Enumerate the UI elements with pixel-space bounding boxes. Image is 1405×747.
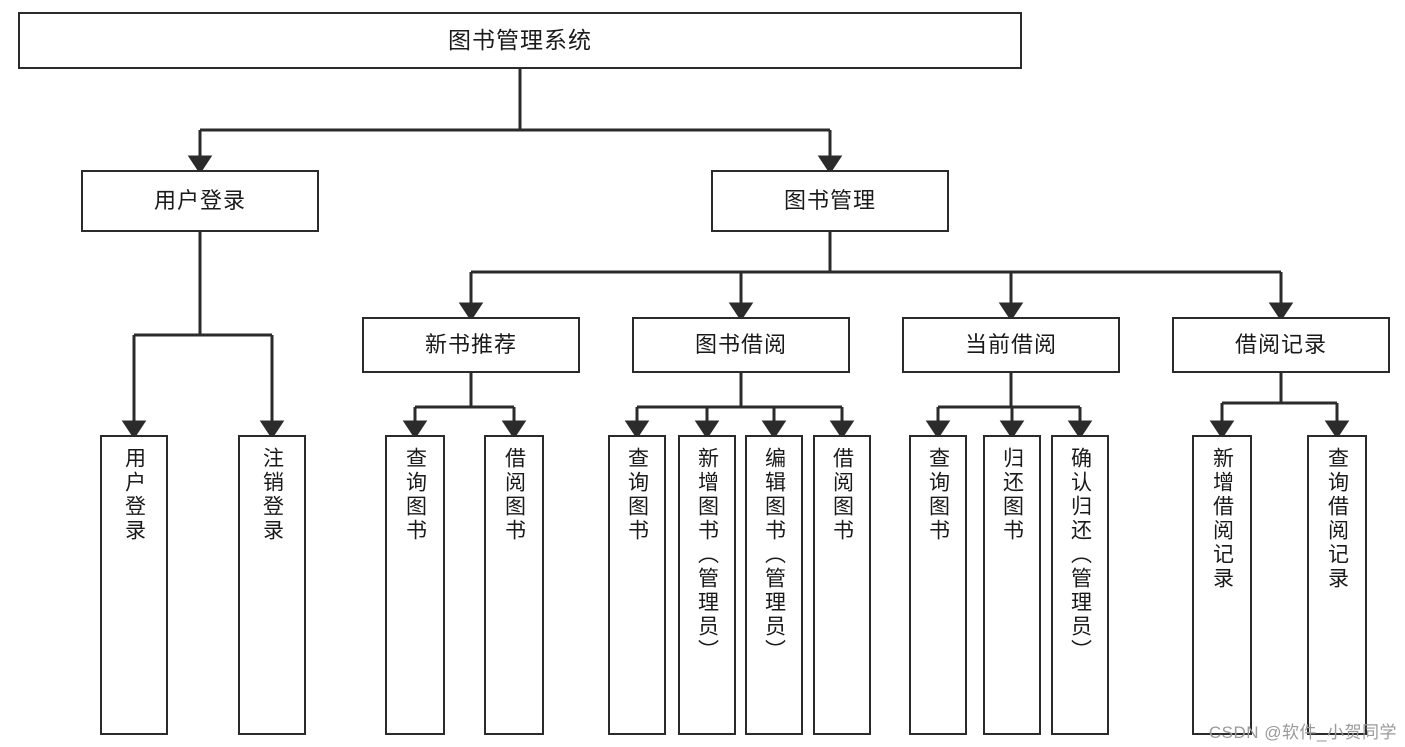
node-label: 借阅记录 <box>1234 332 1327 358</box>
node-label: 注销登录 <box>260 447 284 543</box>
leaf-add-book-admin[interactable]: 新增图书（管理员） <box>678 435 736 735</box>
node-label: 查询图书 <box>926 447 950 543</box>
leaf-return-book[interactable]: 归还图书 <box>983 435 1041 735</box>
node-label: 新增图书（管理员） <box>695 447 719 663</box>
node-book-management[interactable]: 图书管理 <box>711 170 949 232</box>
node-book-borrow[interactable]: 图书借阅 <box>632 317 850 373</box>
node-label: 确认归还（管理员） <box>1068 447 1092 663</box>
node-label: 用户登录 <box>153 188 246 214</box>
leaf-edit-book-admin[interactable]: 编辑图书（管理员） <box>745 435 803 735</box>
node-root-book-management-system[interactable]: 图书管理系统 <box>18 12 1022 69</box>
node-new-book-recommend[interactable]: 新书推荐 <box>362 317 580 373</box>
leaf-add-borrow-record[interactable]: 新增借阅记录 <box>1192 435 1252 735</box>
leaf-borrow-book-newbook[interactable]: 借阅图书 <box>484 435 544 735</box>
node-borrow-records[interactable]: 借阅记录 <box>1172 317 1390 373</box>
node-label: 查询图书 <box>403 447 427 543</box>
node-label: 当前借阅 <box>964 332 1057 358</box>
leaf-logout[interactable]: 注销登录 <box>238 435 306 735</box>
node-label: 查询图书 <box>625 447 649 543</box>
node-label: 图书借阅 <box>694 332 787 358</box>
node-label: 查询借阅记录 <box>1325 447 1349 591</box>
leaf-query-book-borrow[interactable]: 查询图书 <box>608 435 666 735</box>
node-label: 用户登录 <box>122 447 146 543</box>
csdn-watermark: CSDN @软件_小贺同学 <box>1208 723 1397 742</box>
node-label: 图书管理 <box>783 188 876 214</box>
node-label: 新书推荐 <box>424 332 517 358</box>
leaf-query-book-newbook[interactable]: 查询图书 <box>385 435 445 735</box>
node-user-login[interactable]: 用户登录 <box>81 170 319 232</box>
node-label: 图书管理系统 <box>448 27 592 54</box>
node-label: 新增借阅记录 <box>1210 447 1234 591</box>
node-label: 归还图书 <box>1000 447 1024 543</box>
leaf-borrow-book[interactable]: 借阅图书 <box>813 435 871 735</box>
node-label: 借阅图书 <box>502 447 526 543</box>
node-current-borrow[interactable]: 当前借阅 <box>902 317 1120 373</box>
leaf-user-login[interactable]: 用户登录 <box>100 435 168 735</box>
leaf-query-book-current[interactable]: 查询图书 <box>909 435 967 735</box>
leaf-query-borrow-record[interactable]: 查询借阅记录 <box>1307 435 1367 735</box>
node-label: 借阅图书 <box>830 447 854 543</box>
node-label: 编辑图书（管理员） <box>762 447 786 663</box>
leaf-confirm-return-admin[interactable]: 确认归还（管理员） <box>1051 435 1109 735</box>
